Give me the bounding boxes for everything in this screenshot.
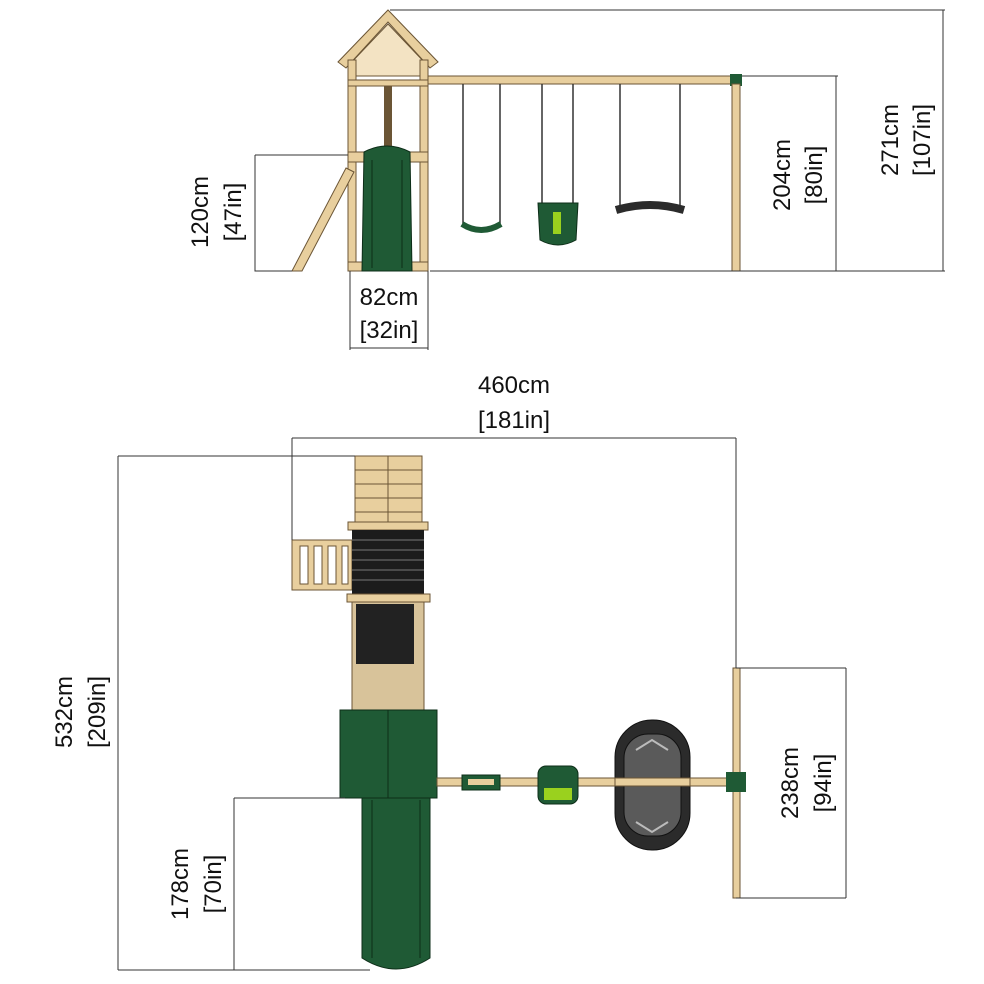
ladder: [291, 167, 355, 272]
dim-overall-height-metric: 271cm: [877, 104, 904, 176]
dim-tower-width-metric: 82cm: [360, 284, 419, 311]
aframe-bracket: [726, 772, 746, 792]
deck-plan: [352, 530, 424, 594]
elevation-view: 271cm [107in] 204cm [80in] 120cm [47in] …: [187, 9, 945, 350]
dim-slide-projection-metric: 178cm: [167, 848, 194, 920]
dim-beam-height-imperial: [80in]: [801, 146, 828, 205]
dim-aframe-width-imperial: [94in]: [810, 754, 837, 813]
dim-overall-width-imperial: [181in]: [478, 407, 550, 434]
slide-plan: [361, 797, 431, 970]
ramp-planks: [356, 604, 414, 664]
plan-view: 460cm [181in] 532cm [209in] 178cm [70in]…: [51, 372, 847, 971]
dim-overall-depth-metric: 532cm: [51, 676, 78, 748]
dim-slide-projection-imperial: [70in]: [200, 855, 227, 914]
beam-bracket: [730, 74, 742, 86]
roof-gable: [347, 23, 429, 77]
belt-swing-seat: [460, 221, 503, 233]
swing-beam: [427, 75, 741, 85]
dim-deck-height-imperial: [47in]: [220, 183, 247, 242]
tower-post-right: [419, 59, 429, 272]
saucer-swing-seat: [614, 201, 686, 214]
toddler-seat-insert: [553, 212, 561, 234]
tower-post-left: [347, 59, 357, 272]
slide-handle: [384, 86, 392, 146]
dim-overall-depth-imperial: [209in]: [84, 676, 111, 748]
dim-overall-height-imperial: [107in]: [909, 104, 936, 176]
aframe-leg: [731, 83, 741, 272]
tower-crossbar: [347, 79, 429, 87]
dim-beam-height-metric: 204cm: [769, 139, 796, 211]
dim-tower-width-imperial: [32in]: [360, 317, 419, 344]
dim-aframe-width-metric: 238cm: [777, 747, 804, 819]
dim-deck-height-metric: 120cm: [187, 176, 214, 248]
dim-overall-width-metric: 460cm: [478, 372, 550, 399]
slide: [361, 145, 413, 272]
